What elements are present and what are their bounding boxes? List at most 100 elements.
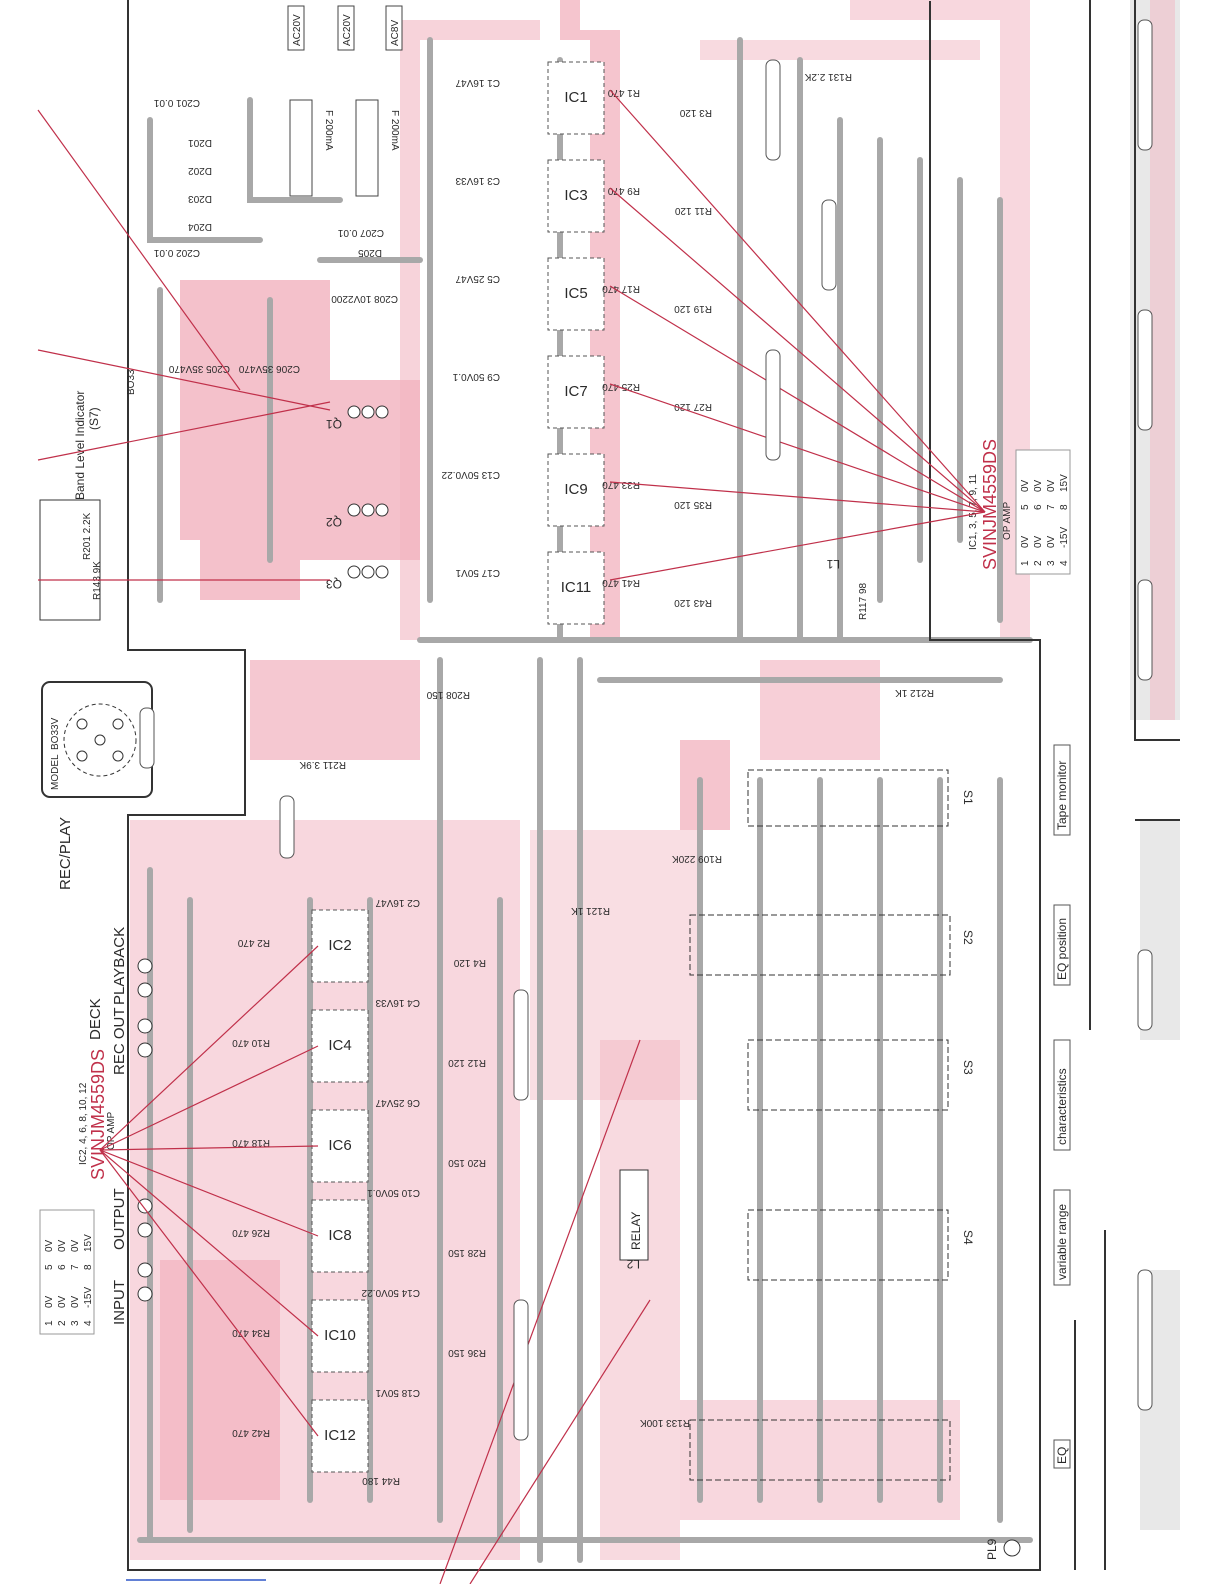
pin-cell: 0V [1046, 535, 1057, 548]
pin-cell: 6 [57, 1264, 68, 1270]
part-label: R212 1K [895, 687, 934, 698]
pin-cell: 0V [1033, 535, 1044, 548]
capacitor-label: C13 50V0.22 [441, 469, 500, 480]
part-label: R208 150 [426, 689, 470, 700]
switch-ref: S2 [961, 930, 975, 945]
upper-component-labels: R1 470 R9 470 R17 470 R25 470 R33 470 R4… [441, 77, 712, 608]
capacitor-label: C3 16V33 [455, 175, 500, 186]
ic-label: IC1 [564, 89, 587, 106]
rec-out-label: REC OUT [111, 1008, 128, 1076]
pin-cell: 4 [1059, 560, 1070, 566]
resistor-label: R35 120 [674, 499, 712, 510]
capacitor-label: C5 25V47 [455, 273, 500, 284]
capacitor-label: C2 16V47 [375, 897, 420, 908]
capacitor-label: C9 50V0.1 [452, 371, 500, 382]
capacitor-label: C6 25V47 [375, 1097, 420, 1108]
resistor-label: R43 120 [674, 597, 712, 608]
pin-cell: 0V [1046, 479, 1057, 492]
diode-label: D205 [358, 247, 382, 258]
band-level-indicator: Band Level Indicator (S7) BO33 [39, 369, 137, 621]
lower-ic-column: IC2 IC4 IC6 IC8 IC10 IC12 [311, 909, 369, 1473]
switch-label: EQ position [1055, 918, 1069, 980]
ac-terminal-label: AC20V [342, 14, 353, 46]
capacitor-label: C17 50V1 [455, 567, 500, 578]
transistor-group: Q1 Q2 Q3 [326, 405, 389, 591]
pin-cell: 0V [70, 1295, 81, 1308]
transistor-label: Q1 [326, 417, 342, 431]
switch-function-labels: Tape monitor EQ position characteristics… [1053, 744, 1071, 1469]
pin-cell: 15V [1059, 474, 1070, 492]
upper-board-copper [180, 0, 1180, 720]
resistor-label: R19 120 [674, 303, 712, 314]
switch-ref: S4 [961, 1230, 975, 1245]
pin-cell: -15V [83, 1287, 94, 1308]
pin-cell: 1 [44, 1320, 55, 1326]
pin-cell: 2 [1033, 560, 1044, 566]
lower-board-copper [130, 660, 1180, 1560]
resistor-label: R42 470 [232, 1427, 270, 1438]
ic-label: IC8 [328, 1227, 351, 1244]
transistor-label: Q3 [326, 577, 342, 591]
pin-cell: 7 [70, 1264, 81, 1270]
ic-group-1-annotation: IC1, 3, 5, 7, 9, 11 SVINJM4559DS OP AMP … [968, 439, 1071, 575]
capacitor-label: C201 0.01 [153, 97, 200, 108]
part-label: PL9 [985, 1538, 999, 1560]
part-label: L1 [826, 557, 840, 571]
resistor-label: R17 470 [602, 283, 640, 294]
diode-label: D202 [188, 165, 212, 176]
lower-component-labels: R2 470 R10 470 R18 470 R26 470 R34 470 R… [232, 897, 486, 1486]
part-label: R109 220K [672, 853, 722, 864]
upper-ic-column: IC1 IC3 IC5 IC7 IC9 IC11 [547, 61, 605, 625]
part-label: R131 2.2K [804, 71, 852, 82]
pin-cell: 3 [70, 1320, 81, 1326]
resistor-label: R3 120 [679, 107, 712, 118]
ic-label: IC4 [328, 1037, 351, 1054]
ic-type: OP AMP [106, 1112, 117, 1150]
pin-cell: 2 [57, 1320, 68, 1326]
relay-component: RELAY [619, 1169, 649, 1261]
module-ref: BO33V [50, 717, 61, 750]
band-level-label: Band Level Indicator [73, 391, 87, 500]
pin-cell: 6 [1033, 504, 1044, 510]
capacitor-label: C4 16V33 [375, 997, 420, 1008]
pin-cell: 8 [83, 1264, 94, 1270]
part-label: R201 2.2K [82, 512, 93, 560]
ac-terminal-label: AC20V [292, 14, 303, 46]
diode-label: D201 [188, 137, 212, 148]
switch-label: EQ [1055, 1447, 1069, 1464]
ic-label: IC5 [564, 285, 587, 302]
resistor-label: R9 470 [607, 185, 640, 196]
transistor-label: Q2 [326, 515, 342, 529]
pin-cell: 5 [44, 1264, 55, 1270]
switch-label: variable range [1055, 1204, 1069, 1280]
pin-cell: 0V [57, 1239, 68, 1252]
resistor-label: R36 150 [448, 1347, 486, 1358]
resistor-label: R26 470 [232, 1227, 270, 1238]
ic-type: OP AMP [1002, 502, 1013, 540]
resistor-label: R10 470 [232, 1037, 270, 1048]
capacitor-label: C206 35V470 [238, 363, 300, 374]
resistor-label: R4 120 [453, 957, 486, 968]
part-label: R117 98 [858, 582, 869, 620]
part-label: R211 3.9K [299, 759, 346, 770]
edge-connector-pads [139, 19, 1153, 1441]
ic-label: IC7 [564, 383, 587, 400]
deck-jack-labels: DECK REC OUT PLAYBACK INPUT OUTPUT [87, 927, 153, 1325]
resistor-label: R33 470 [602, 479, 640, 490]
sub-module-connector: MODEL BO33V REC/PLAY [41, 681, 153, 890]
pin-cell: 0V [1020, 479, 1031, 492]
part-label: R133 100K [640, 1417, 690, 1428]
pin-cell: 0V [1033, 479, 1044, 492]
power-supply-section: F 200mA F 200mA AC20V AC20V AC8V D201 D2… [153, 5, 403, 374]
capacitor-label: C14 50V0.22 [361, 1287, 420, 1298]
leader-lines [37, 89, 986, 1584]
capacitor-label: C18 50V1 [375, 1387, 420, 1398]
switch-ref: S3 [961, 1060, 975, 1075]
ic-label: IC12 [324, 1427, 356, 1444]
ic-part-number: SVINJM4559DS [88, 1049, 108, 1180]
capacitor-label: C202 0.01 [153, 247, 200, 258]
pin-cell: -15V [1059, 527, 1070, 548]
capacitor-label: C1 16V47 [455, 77, 500, 88]
rec-play-label: REC/PLAY [57, 817, 74, 890]
playback-label: PLAYBACK [111, 927, 128, 1005]
